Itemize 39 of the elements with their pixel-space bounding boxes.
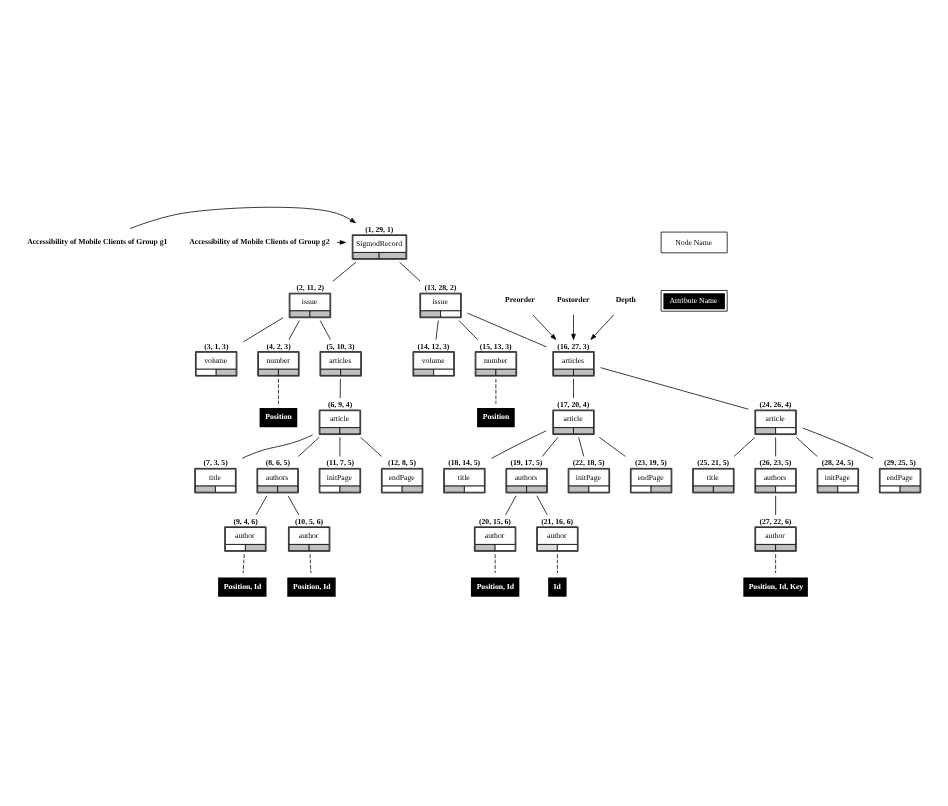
connector [536,494,548,515]
arrow [532,313,557,339]
connector [557,552,558,573]
connector [319,319,331,340]
connector [288,319,300,340]
connector [339,377,341,398]
connector [733,435,756,456]
connector [775,435,776,456]
connector [399,260,421,281]
connector [278,377,279,404]
connector [578,435,585,456]
connector [339,435,341,456]
connector [242,433,314,458]
connector [467,311,547,347]
connector [332,260,357,281]
connector [494,552,496,573]
connector [458,319,478,340]
connector [287,494,300,515]
connector [775,552,776,573]
connector [242,552,245,573]
connector [598,435,626,456]
arrow [571,313,576,339]
connector [775,494,776,515]
connector [242,316,284,342]
arrow [336,239,346,244]
connector [573,377,574,398]
connector [541,435,559,456]
connector [360,435,382,456]
connector [795,435,818,456]
connector [600,366,749,409]
arrow [129,205,356,228]
connector [255,494,268,515]
connector [491,429,547,458]
connector [802,426,874,458]
connector [297,435,320,456]
connector [435,319,439,340]
connector [505,494,517,515]
arrow [590,313,615,339]
connector [309,552,312,573]
